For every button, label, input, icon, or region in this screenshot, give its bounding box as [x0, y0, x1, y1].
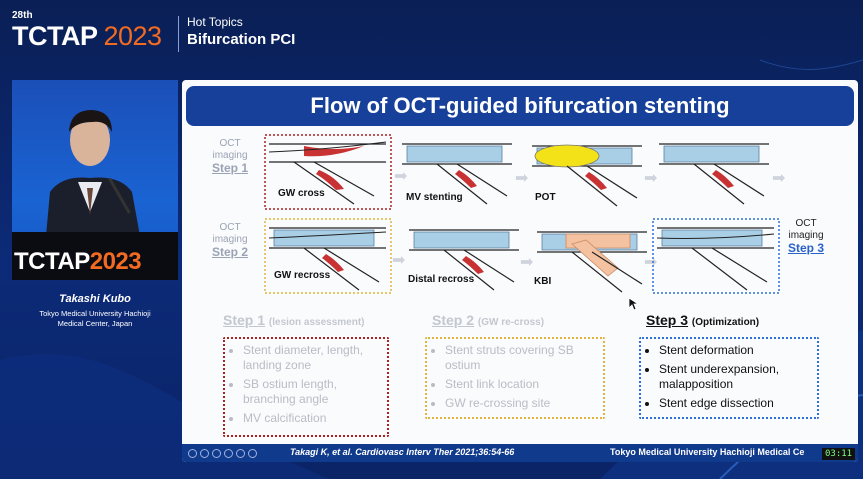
- flow-arrow-icon: ➡: [392, 252, 406, 269]
- panel-mv-stenting: [402, 143, 512, 205]
- list-item: SB ostium length, branching angle: [243, 377, 381, 407]
- list-item: Stent link location: [445, 377, 597, 392]
- list-item: Stent underexpansion, malapposition: [659, 362, 811, 392]
- list-item: GW re-crossing site: [445, 396, 597, 411]
- slide-footer: Takagi K, et al. Cardiovasc Interv Ther …: [182, 444, 858, 462]
- panel-label-kbi: KBI: [534, 276, 552, 287]
- panel-label-distal-recross: Distal recross: [408, 274, 475, 285]
- topic-label: Hot Topics: [187, 15, 243, 29]
- list-item: MV calcification: [243, 411, 381, 426]
- list-item: Stent diameter, length, landing zone: [243, 343, 381, 373]
- podium-logo: TCTAP2023: [14, 248, 142, 275]
- panel-label-gw-cross: GW cross: [278, 188, 325, 199]
- session-title: Bifurcation PCI: [187, 31, 296, 48]
- flow-arrow-icon: ➡: [644, 170, 658, 187]
- event-brand: TCTAP: [12, 21, 98, 51]
- panel-distal-recross: [409, 229, 519, 291]
- speaker-affiliation: Tokyo Medical University Hachioji Medica…: [39, 309, 151, 328]
- podium: [12, 232, 178, 280]
- step2-heading: Step 2 (GW re-cross): [432, 312, 545, 328]
- flow-arrow-icon: ➡: [394, 168, 408, 185]
- grid-icon[interactable]: [224, 449, 233, 458]
- panel-gw-recross: [264, 218, 392, 294]
- list-item: Stent struts covering SB ostium: [445, 343, 597, 373]
- step2-box: Stent struts covering SB ostium Stent li…: [425, 337, 605, 419]
- flow-arrow-icon: ➡: [772, 170, 786, 187]
- citation: Takagi K, et al. Cardiovasc Interv Ther …: [290, 447, 515, 457]
- list-item: Stent deformation: [659, 343, 811, 358]
- zoom-icon[interactable]: [236, 449, 245, 458]
- panel-row1-final: [659, 143, 769, 205]
- step3-heading: Step 3 (Optimization): [646, 312, 760, 328]
- header-divider: [178, 16, 179, 52]
- step3-box: Stent deformation Stent underexpansion, …: [639, 337, 819, 419]
- panel-pot: [532, 144, 642, 207]
- pen-icon[interactable]: [212, 449, 221, 458]
- panel-label-mv-stenting: MV stenting: [406, 192, 463, 203]
- list-item: Stent edge dissection: [659, 396, 811, 411]
- panel-gw-cross: [264, 134, 392, 210]
- timer-display: 03:11: [822, 448, 856, 460]
- mouse-cursor-icon: [628, 297, 638, 311]
- event-year: 2023: [103, 21, 163, 51]
- step1-box: Stent diameter, length, landing zone SB …: [223, 337, 389, 437]
- step1-heading: Step 1 (lesion assessment): [223, 312, 365, 328]
- panel-label-pot: POT: [535, 192, 556, 203]
- prev-slide-icon[interactable]: [188, 449, 197, 458]
- panel-kbi: [537, 231, 647, 293]
- flow-arrow-icon: ➡: [520, 254, 534, 271]
- presentation-slide: Flow of OCT-guided bifurcation stenting …: [182, 80, 858, 462]
- panel-oct-step3: [652, 218, 780, 294]
- flow-arrow-icon: ➡: [515, 170, 529, 187]
- slide-title: Flow of OCT-guided bifurcation stenting: [186, 86, 854, 126]
- next-slide-icon[interactable]: [200, 449, 209, 458]
- institution-footer: Tokyo Medical University Hachioji Medica…: [610, 447, 805, 457]
- more-options-icon[interactable]: [248, 449, 257, 458]
- flow-arrow-icon: ➡: [644, 254, 658, 271]
- edition-label: 28th: [12, 10, 33, 21]
- speaker-name: Takashi Kubo: [59, 293, 131, 305]
- panel-label-gw-recross: GW recross: [274, 270, 331, 281]
